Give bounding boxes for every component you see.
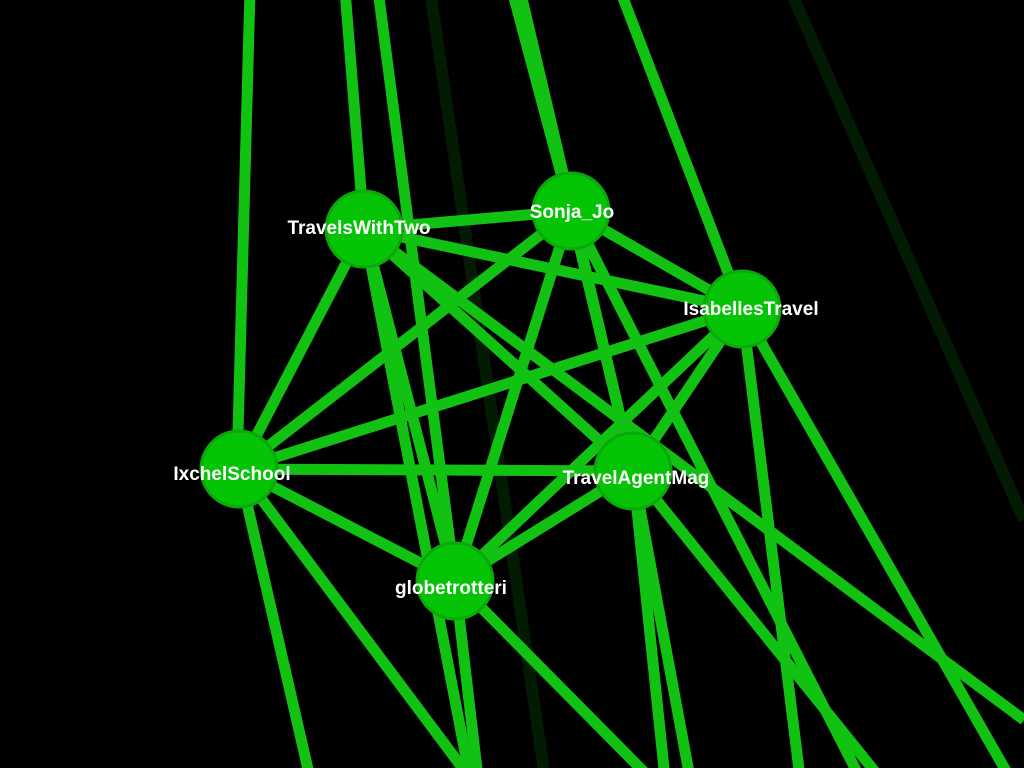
node-circle[interactable]	[415, 541, 495, 621]
offscreen-edge	[360, 224, 1024, 725]
graph-nodes: TravelsWithTwo Sonja_JoIsabellesTravelIxc…	[173, 171, 819, 621]
node-sonja_jo[interactable]: Sonja_Jo	[530, 171, 614, 251]
offscreen-edge	[234, 465, 470, 768]
offscreen-edge	[451, 577, 648, 768]
offscreen-edge	[358, 227, 474, 768]
node-label: TravelsWithTwo	[287, 218, 430, 239]
node-circle[interactable]	[702, 269, 782, 349]
faint-edge	[787, 0, 1024, 523]
edge-travelswithtwo-travelagentmag	[360, 224, 637, 476]
node-ixchelschool[interactable]: IxchelSchool	[173, 429, 291, 509]
edge-travelswithtwo-globetrotteri	[358, 227, 461, 583]
offscreen-edge	[233, 467, 314, 768]
node-circle[interactable]	[531, 171, 611, 251]
node-circle[interactable]	[324, 189, 404, 269]
node-label: Sonja_Jo	[530, 202, 614, 223]
node-travelagentmag[interactable]: TravelAgentMag	[563, 431, 710, 511]
offscreen-edge	[340, 0, 370, 230]
offscreen-edge	[736, 308, 805, 768]
edge-isabellestravel-globetrotteri	[451, 305, 746, 585]
edge-ixchelschool-globetrotteri	[236, 464, 458, 586]
node-circle[interactable]	[199, 429, 279, 509]
offscreen-edge	[627, 469, 694, 768]
node-isabellestravel[interactable]: IsabellesTravel	[683, 269, 819, 349]
node-label: IsabellesTravel	[683, 299, 818, 320]
node-travelswithtwo[interactable]: TravelsWithTwo	[287, 189, 431, 269]
offscreen-edge	[373, 0, 461, 582]
offscreen-edge	[617, 0, 748, 311]
node-label: TravelAgentMag	[563, 468, 710, 489]
offscreen-edges	[231, 0, 1024, 768]
node-label: IxchelSchool	[173, 464, 290, 485]
edge-travelswithtwo-ixchelschool	[234, 226, 369, 472]
node-globetrotteri[interactable]: globetrotteri	[395, 541, 507, 621]
edge-isabellestravel-ixchelschool	[237, 303, 744, 475]
edge-ixchelschool-travelagentmag	[238, 463, 634, 477]
node-circle[interactable]	[593, 431, 673, 511]
node-label: globetrotteri	[395, 578, 507, 599]
offscreen-edge	[737, 306, 1011, 768]
offscreen-edge	[231, 0, 256, 470]
edge-sonja_jo-ixchelschool	[235, 206, 575, 474]
edge-sonja_jo-globetrotteri	[449, 209, 577, 583]
